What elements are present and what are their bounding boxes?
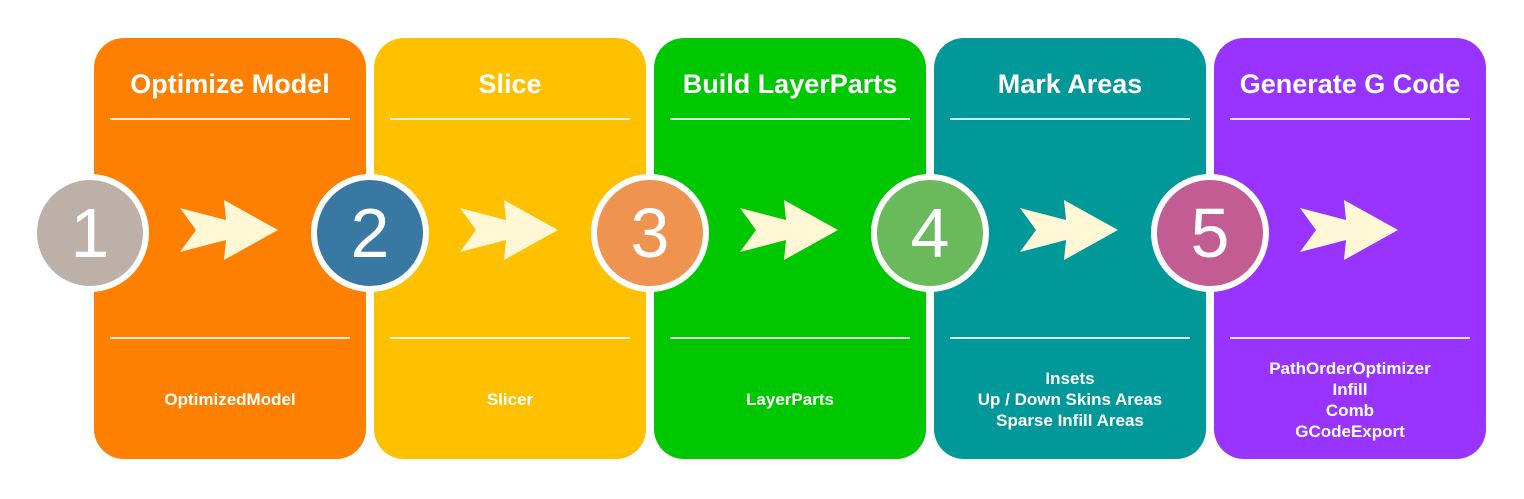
divider [950,337,1190,339]
stage-item: LayerParts [746,390,834,409]
step-number-4: 4 [871,174,989,292]
right-arrow-icon [1020,200,1118,260]
divider [110,337,350,339]
divider [390,337,630,339]
right-arrow-icon [460,200,558,260]
stage-title: Optimize Model [130,69,330,99]
stage-item: Slicer [486,390,534,409]
stage-item: Comb [1325,400,1375,420]
divider [390,118,630,120]
stage-title: Build LayerParts [682,69,898,99]
stage-items: LayerParts [654,340,926,459]
step-number-5: 5 [1151,174,1269,292]
stage-item: Insets [1045,369,1095,388]
step-number-2: 2 [311,174,429,292]
right-arrow-icon [1300,200,1398,260]
stage-title: Generate G Code [1239,69,1461,99]
stage-item: PathOrderOptimizer [1269,358,1431,378]
stage-items: PathOrderOptimizer Infill Comb GCodeExpo… [1214,340,1486,459]
stage-title: Slice [478,69,542,99]
right-arrow-icon [740,200,838,260]
stage-item: GCodeExport [1295,421,1405,441]
stage-title: Mark Areas [997,69,1143,99]
stage-item: Sparse Infill Areas [996,411,1144,430]
step-number-3: 3 [591,174,709,292]
divider [950,118,1190,120]
stage-items: Slicer [374,340,646,459]
stage-item: OptimizedModel [164,390,296,409]
step-number-1: 1 [31,174,149,292]
divider [110,118,350,120]
stage-item: Infill [1332,379,1368,399]
stage-items: OptimizedModel [94,340,366,459]
divider [670,118,910,120]
divider [1230,337,1470,339]
divider [1230,118,1470,120]
right-arrow-icon [180,200,278,260]
divider [670,337,910,339]
stage-item: Up / Down Skins Areas [977,390,1163,409]
stage-items: Insets Up / Down Skins Areas Sparse Infi… [934,340,1206,459]
